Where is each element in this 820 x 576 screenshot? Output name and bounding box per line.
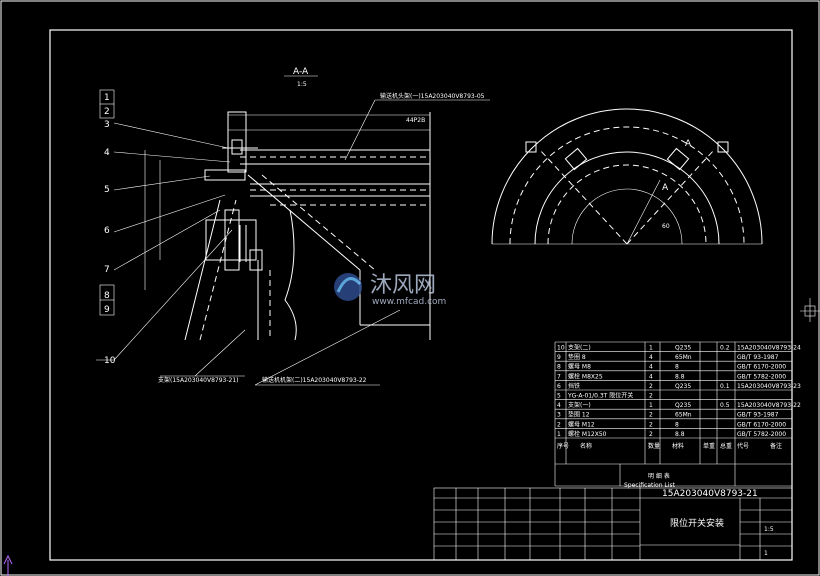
bom-row-name: 垫圈 12 xyxy=(568,411,590,419)
bom-row-name: 支架(一) xyxy=(568,401,591,409)
bom-row-name: 螺栓 M12X50 xyxy=(568,430,607,438)
bom-row-code: GB/T 5782-2000 xyxy=(737,431,786,438)
bom-row-qty: 2 xyxy=(649,412,653,419)
bom-row-name: 挡铁 xyxy=(568,382,580,390)
bom-row-material: 8 xyxy=(675,364,679,371)
callout-7: 7 xyxy=(104,265,110,275)
bom-row-no: 10 xyxy=(557,345,565,352)
leader-note-top: 输送机头架(一)15A203040V8793-05 xyxy=(380,92,485,100)
bom-row-weight: 0.1 xyxy=(720,383,730,390)
callout-1: 1 xyxy=(104,93,110,103)
bom-row-code: GB/T 6170-2000 xyxy=(737,421,786,428)
bom-row-no: 9 xyxy=(557,354,561,361)
section-view xyxy=(144,111,431,341)
leader-note-bottom-right: 输送机机架(二)15A203040V8793-22 xyxy=(262,376,367,384)
bom-row-material: 8 xyxy=(675,421,679,428)
dim-top: 44P2B xyxy=(406,117,425,124)
bom-row-code: 15A203040V8793-23 xyxy=(737,383,801,390)
bom-row-no: 2 xyxy=(557,421,561,428)
bom-row-name: 螺母 M12 xyxy=(568,420,595,428)
bom-row-no: 5 xyxy=(557,393,561,400)
callout-5: 5 xyxy=(104,185,110,195)
bom-row-name: 垫圈 8 xyxy=(568,353,586,361)
bom-row-code: GB/T 6170-2000 xyxy=(737,364,786,371)
arc-label-a2: A xyxy=(662,183,669,193)
leader-note-bottom-left: 支架(15A203040V8793-21) xyxy=(158,376,239,384)
bom-row-qty: 4 xyxy=(649,373,653,380)
arc-label-a1: A xyxy=(685,139,692,149)
bom-row-name: 螺母 M8 xyxy=(568,363,591,371)
bom-row-material: 65Mn xyxy=(675,412,692,419)
bom-row-material: 65Mn xyxy=(675,354,692,361)
bom-row-no: 7 xyxy=(557,373,561,380)
bom-row-code: GB/T 93-1987 xyxy=(737,354,779,361)
bom-row-material: Q235 xyxy=(675,383,691,390)
bom-row-qty: 4 xyxy=(649,364,653,371)
crosshair-marker xyxy=(800,298,820,322)
bom-header-cell: 数量 xyxy=(648,442,660,450)
bom-row-name: YG-A-01/0.3T 限位开关 xyxy=(567,392,633,400)
drawing-name: 限位开关安装 xyxy=(670,517,724,529)
scale-value: 1:5 xyxy=(764,526,774,533)
bom-row-material: 8.8 xyxy=(675,373,685,380)
bom-row-code: GB/T 5782-2000 xyxy=(737,373,786,380)
callout-2: 2 xyxy=(104,107,110,117)
callout-10: 10 xyxy=(104,356,116,366)
bom-row-name: 支架(二) xyxy=(568,344,591,352)
drawing-number: 15A203040V8793-21 xyxy=(662,489,758,499)
callout-column xyxy=(99,89,115,316)
bom-row-weight: 0.2 xyxy=(720,345,730,352)
bom-header-cell: 序号 xyxy=(557,442,569,450)
callout-6: 6 xyxy=(104,226,110,236)
bom-row-no: 4 xyxy=(557,402,561,409)
bom-row-no: 6 xyxy=(557,383,561,390)
bom-header-cell: 材料 xyxy=(672,442,684,450)
bom-header-cell: 总重 xyxy=(720,442,732,450)
bom-row-code: 15A203040V8793-24 xyxy=(737,345,801,352)
bom-row-no: 8 xyxy=(557,364,561,371)
bom-row-material: Q235 xyxy=(675,345,691,352)
bom-row-qty: 2 xyxy=(649,421,653,428)
watermark-brand: 沐风网 xyxy=(370,273,436,298)
callout-3: 3 xyxy=(104,120,110,130)
bom-row-name: 螺栓 M8X25 xyxy=(568,372,603,380)
sheet-value: 1 xyxy=(764,550,768,557)
bom-header-cell: 备注 xyxy=(770,442,782,450)
callout-9: 9 xyxy=(104,305,110,315)
bom-row-no: 3 xyxy=(557,412,561,419)
bom-row-no: 1 xyxy=(557,431,561,438)
title-block xyxy=(433,486,793,561)
bom-row-qty: 2 xyxy=(649,383,653,390)
bom-header-cell: 名称 xyxy=(580,442,592,450)
bom-row-material: Q235 xyxy=(675,402,691,409)
watermark: 沐风网 www.mfcad.com xyxy=(334,273,446,307)
bom-row-qty: 1 xyxy=(649,402,653,409)
watermark-url: www.mfcad.com xyxy=(372,297,446,307)
bom-row-weight: 0.5 xyxy=(720,402,730,409)
bom-header-cell: 代号 xyxy=(737,442,749,450)
bom-row-qty: 2 xyxy=(649,431,653,438)
ucs-arrow-icon xyxy=(3,554,13,576)
bom-row-qty: 4 xyxy=(649,354,653,361)
bom-title-en: Specification List xyxy=(624,482,676,489)
bom-header-cell: 单重 xyxy=(703,442,715,450)
callout-4: 4 xyxy=(104,148,110,158)
bom-row-qty: 2 xyxy=(649,393,653,400)
sheet-border-inner xyxy=(49,29,793,561)
section-title: A-A xyxy=(293,67,309,77)
callout-8: 8 xyxy=(104,291,110,301)
bom-row-code: GB/T 93-1987 xyxy=(737,412,779,419)
bom-row-material: 8.8 xyxy=(675,431,685,438)
arc-angle-label: 60 xyxy=(662,223,670,230)
bom-row-code: 15A203040V8793-22 xyxy=(737,402,801,409)
section-scale: 1:5 xyxy=(297,81,307,88)
arc-view xyxy=(491,108,763,245)
bom-title: 明 细 表 xyxy=(648,472,670,480)
bom-row-qty: 1 xyxy=(649,345,653,352)
leader-lines xyxy=(96,99,490,386)
